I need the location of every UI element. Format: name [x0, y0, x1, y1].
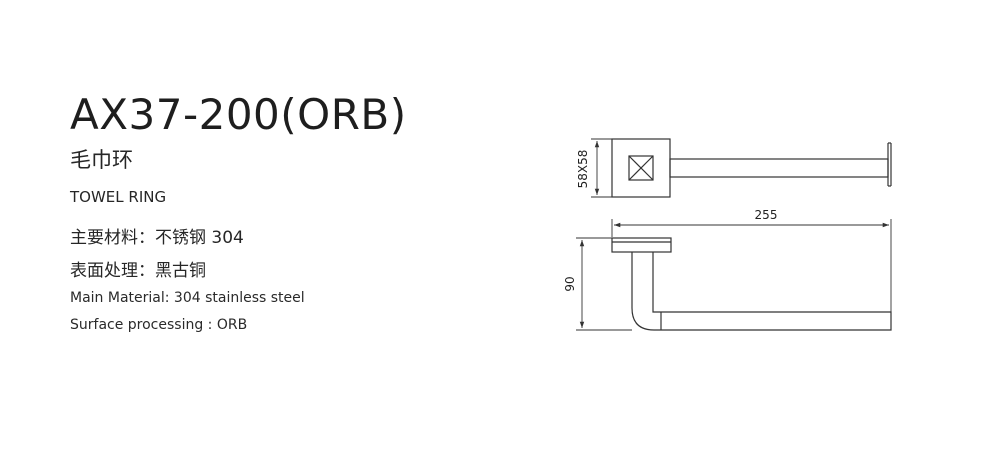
finish-english: Surface processing : ORB — [70, 317, 248, 333]
finish-chinese: 表面处理：黑古铜 — [70, 261, 206, 281]
top-view-base-diagonal-2 — [628, 155, 654, 181]
top-view-arm — [669, 158, 889, 178]
side-view — [611, 237, 892, 331]
product-name-chinese: 毛巾环 — [70, 148, 133, 172]
material-chinese: 主要材料：不锈钢 304 — [70, 228, 244, 248]
top-view — [611, 138, 892, 198]
material-english: Main Material: 304 stainless steel — [70, 290, 305, 306]
height-dimension — [576, 237, 632, 331]
side-view-base-plate — [611, 237, 672, 253]
base-dimension-label: 58X58 — [576, 150, 590, 189]
length-dimension-label: 255 — [755, 208, 778, 222]
height-dimension-label: 90 — [563, 276, 577, 291]
product-name-english: TOWEL RING — [70, 188, 167, 206]
length-dimension — [611, 219, 892, 330]
base-dimension — [591, 138, 612, 198]
side-view-arm — [631, 252, 892, 331]
model-number: AX37-200(ORB) — [70, 90, 407, 139]
top-view-base-inner — [628, 155, 654, 181]
